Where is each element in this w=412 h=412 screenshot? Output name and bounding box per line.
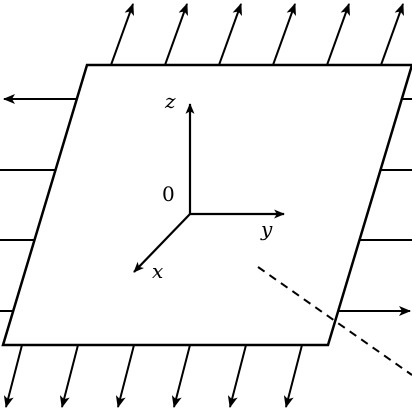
bottom-arrow-6 (283, 344, 303, 408)
top-arrow-5 (326, 3, 350, 66)
bottom-field-arrows (3, 344, 303, 408)
dashed-line (257, 266, 412, 376)
top-arrow-3 (218, 3, 242, 66)
top-field-arrows (110, 3, 404, 66)
origin-label: 0 (162, 182, 175, 206)
plate (1, 63, 412, 347)
x-axis-arrow (133, 213, 191, 273)
z-axis-label: z (164, 89, 176, 113)
top-arrow-4 (272, 3, 296, 66)
coordinate-axes (133, 103, 285, 273)
bottom-arrow-3 (115, 344, 135, 408)
top-arrow-2 (164, 3, 188, 66)
top-arrow-6 (380, 3, 404, 66)
bottom-arrow-2 (59, 344, 79, 408)
bottom-arrow-5 (227, 344, 247, 408)
top-arrow-1 (110, 3, 134, 66)
bottom-arrow-4 (171, 344, 191, 408)
bottom-arrow-1 (3, 344, 23, 408)
x-axis-label: x (152, 259, 163, 283)
y-axis-label: y (260, 217, 273, 241)
